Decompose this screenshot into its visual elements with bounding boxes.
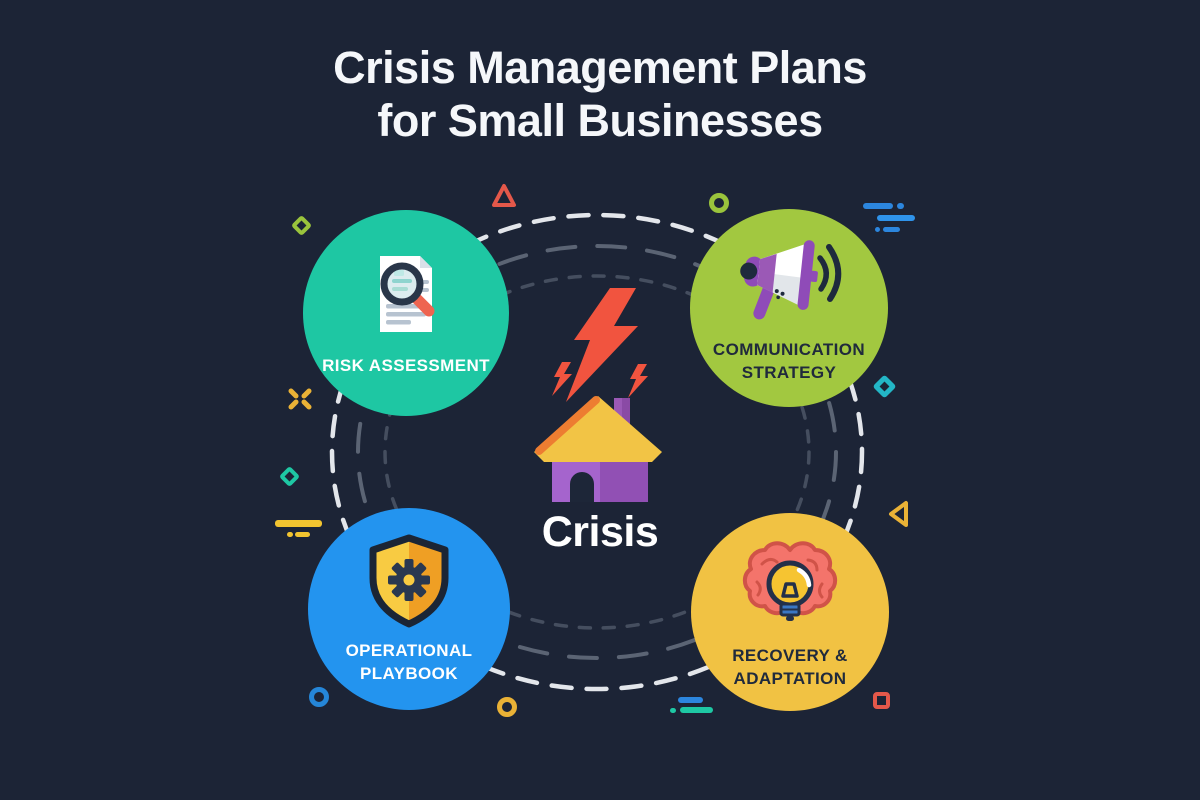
node-label-communication-strategy: COMMUNICATION STRATEGY: [712, 340, 866, 382]
node-label-operational-playbook: OPERATIONAL PLAYBOOK: [345, 641, 473, 683]
node-label-recovery-adaptation: RECOVERY & ADAPTATION: [732, 646, 848, 688]
shield-gear-icon: [363, 533, 455, 629]
warning-triangle-icon: [491, 182, 517, 215]
page-title-line-1: Crisis Management Plans: [333, 42, 867, 93]
square-outline-icon: [873, 692, 890, 709]
page-title: Crisis Management Plans for Small Busine…: [0, 42, 1200, 147]
crisis-label: Crisis: [541, 508, 659, 556]
house-icon: [534, 394, 666, 509]
lightning-bolts-icon: [548, 288, 652, 411]
node-label-risk-assessment: RISK ASSESSMENT: [322, 356, 490, 376]
triangle-outline-icon: [886, 499, 912, 534]
ring-icon: [709, 193, 729, 213]
node-risk-assessment: RISK ASSESSMENT: [303, 210, 509, 416]
node-communication-strategy: COMMUNICATION STRATEGY: [690, 209, 888, 407]
page-title-line-2: for Small Businesses: [377, 94, 823, 146]
sparkle-cross-icon: [287, 387, 313, 416]
dash-lines-icon: [850, 200, 930, 236]
dash-lines-icon: [668, 694, 718, 714]
document-magnifier-icon: [358, 248, 454, 344]
dash-lines-icon: [273, 518, 327, 540]
brain-lightbulb-icon: [738, 534, 842, 634]
ring-icon: [497, 697, 517, 717]
ring-icon: [309, 687, 329, 707]
megaphone-icon: [732, 232, 846, 328]
node-recovery-adaptation: RECOVERY & ADAPTATION: [691, 513, 889, 711]
node-operational-playbook: OPERATIONAL PLAYBOOK: [308, 508, 510, 710]
